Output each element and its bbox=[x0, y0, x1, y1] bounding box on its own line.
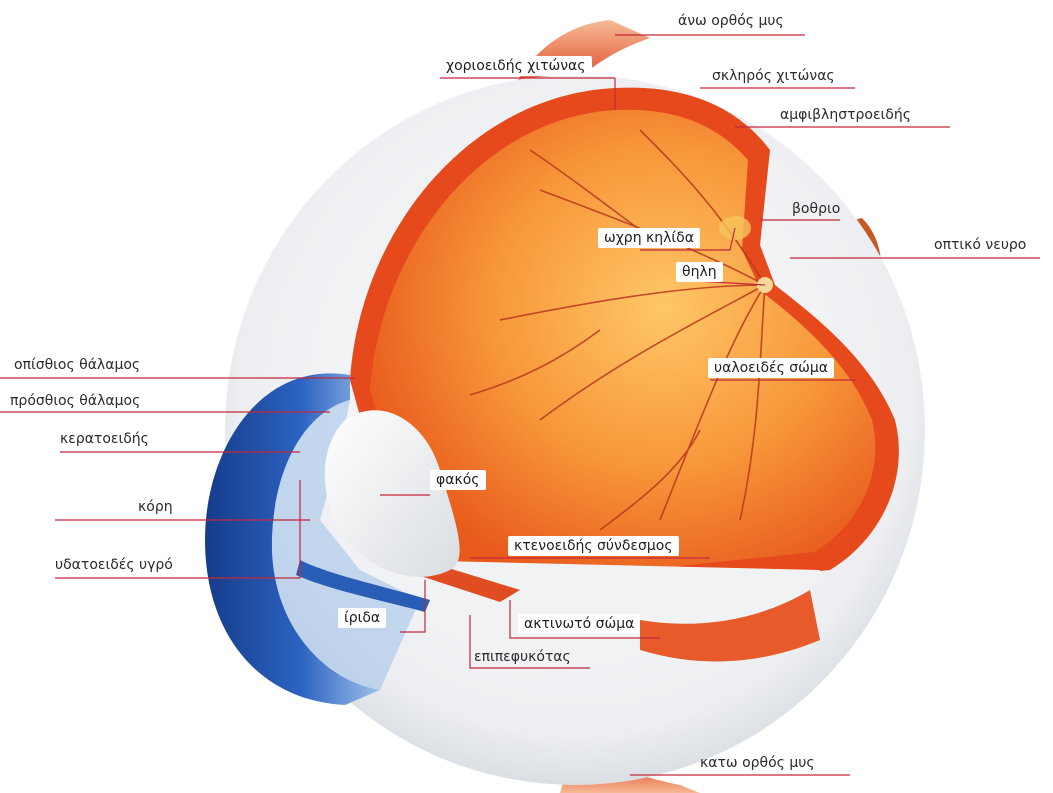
label-choroid: χοριοειδής χιτώνας bbox=[440, 56, 592, 76]
label-vitreous-body: υαλοειδές σώμα bbox=[708, 358, 834, 378]
label-macula: ωχρη κηλίδα bbox=[598, 228, 700, 248]
label-aqueous-humor: υδατοειδές υγρό bbox=[55, 556, 173, 574]
label-anterior-chamber: πρόσθιος θάλαμος bbox=[10, 392, 140, 410]
label-pupil: κόρη bbox=[138, 498, 173, 516]
label-ciliary-body: ακτινωτό σώμα bbox=[518, 614, 640, 634]
label-iris: ίριδα bbox=[338, 608, 386, 628]
label-retina: αμφιβληστροειδής bbox=[780, 106, 911, 124]
leader-iris bbox=[400, 580, 425, 632]
label-lens: φακός bbox=[430, 470, 486, 490]
label-posterior-chamber: οπίσθιος θάλαμος bbox=[14, 356, 140, 374]
label-optic-nerve: οπτικό νευρο bbox=[934, 236, 1026, 254]
label-zonule: κτενοειδής σύνδεσμος bbox=[508, 536, 679, 556]
label-cornea: κερατοειδής bbox=[60, 430, 149, 448]
label-superior-rectus: άνω ορθός μυς bbox=[678, 12, 784, 30]
label-fovea: βοθριο bbox=[792, 200, 840, 218]
label-optic-disc: θηλη bbox=[676, 262, 723, 282]
label-conjunctiva: επιπεφυκότας bbox=[474, 648, 571, 666]
label-inferior-rectus: κατω ορθός μυς bbox=[700, 754, 815, 772]
label-sclera: σκληρός χιτώνας bbox=[712, 67, 835, 85]
